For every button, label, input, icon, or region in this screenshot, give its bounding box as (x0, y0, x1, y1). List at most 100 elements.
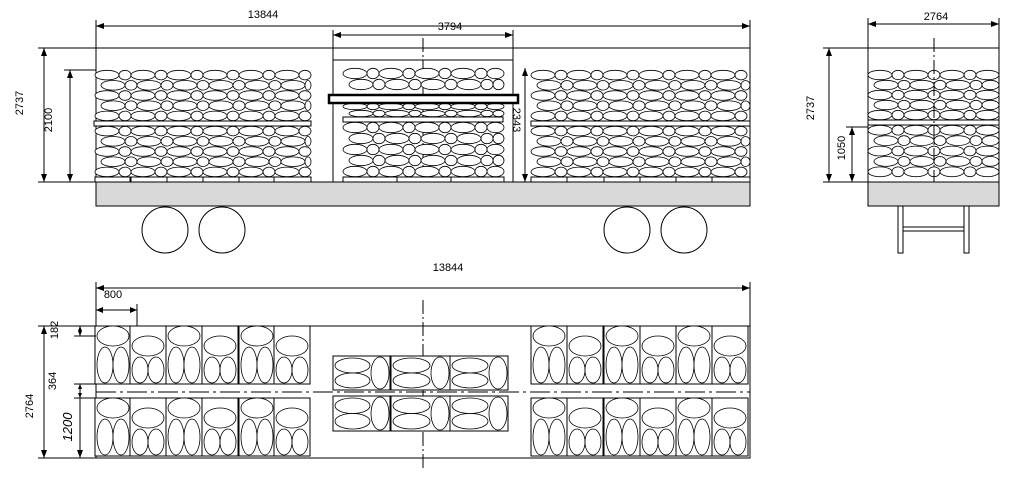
log-end (370, 356, 390, 390)
log-body (219, 356, 237, 384)
log-end (304, 136, 312, 147)
log-body (605, 346, 623, 384)
log-end (342, 102, 368, 111)
log-body (203, 428, 221, 456)
log-end (602, 110, 628, 122)
log-end (981, 79, 1000, 91)
log-end (710, 125, 736, 137)
log-end (384, 154, 410, 167)
log-end (698, 166, 712, 178)
log-body (147, 356, 165, 384)
log-end (268, 100, 282, 111)
log-end (626, 90, 640, 101)
log-end (420, 78, 446, 91)
log-body (451, 397, 489, 414)
support-block (130, 176, 168, 183)
log-end (963, 109, 977, 121)
log-end (342, 143, 368, 156)
log-end (232, 136, 246, 147)
log-end (348, 132, 374, 145)
support-block (273, 176, 312, 183)
log-top (677, 325, 711, 347)
log-end (963, 145, 977, 157)
log-end (100, 100, 126, 111)
log-end (734, 146, 748, 157)
log-end (166, 90, 192, 101)
log-end (590, 166, 604, 178)
log-end (94, 166, 120, 178)
log-end (530, 110, 556, 122)
log-body (657, 356, 675, 384)
log-end (450, 102, 476, 111)
log-end (438, 67, 452, 80)
log-end (897, 79, 911, 91)
log-top (713, 407, 747, 429)
log-end (945, 99, 971, 111)
log-end (280, 136, 306, 147)
log-end (626, 69, 640, 81)
log-end (873, 99, 899, 111)
log-end (536, 136, 562, 147)
log-body (167, 418, 185, 456)
log-body (621, 418, 639, 456)
log-end (274, 110, 300, 122)
log-end (298, 110, 312, 122)
log-end (903, 69, 929, 81)
log-body (532, 346, 550, 384)
log-end (94, 125, 120, 137)
log-end (474, 165, 488, 178)
arrow-up (826, 48, 832, 56)
arrow-up (67, 70, 73, 78)
log-end (710, 166, 736, 178)
log-end (190, 90, 204, 101)
log-end (590, 69, 604, 81)
log-end (734, 69, 748, 81)
log-end (226, 69, 240, 81)
log-end (596, 136, 610, 147)
plan-view: 13844 800 2764 182 364 1200 (24, 262, 751, 470)
log-end (202, 125, 228, 137)
log-body (568, 428, 586, 456)
log-top (275, 335, 309, 357)
log-end (190, 166, 204, 178)
side-right-log-stack (530, 69, 751, 178)
arrow-down (41, 450, 47, 458)
log-end (438, 121, 452, 134)
log-end (430, 356, 450, 390)
log-end (444, 109, 458, 118)
log-end (280, 80, 306, 91)
log-end (378, 67, 404, 80)
log-end (698, 125, 712, 137)
log-end (280, 100, 306, 111)
log-end (662, 110, 676, 122)
log-end (698, 146, 712, 157)
log-end (644, 100, 670, 111)
log-end (873, 135, 899, 146)
log-end (430, 396, 450, 431)
log-end (596, 156, 610, 167)
log-end (981, 99, 1000, 111)
plan-width-label: 2764 (24, 394, 36, 418)
log-end (342, 121, 368, 134)
log-end (897, 156, 911, 167)
log-end (626, 166, 640, 178)
log-end (638, 110, 664, 122)
log-end (566, 125, 592, 137)
bogie-leg (897, 205, 904, 254)
log-end (154, 146, 168, 157)
log-end (867, 166, 893, 178)
log-end (124, 136, 138, 147)
log-end (492, 109, 505, 118)
log-end (981, 156, 1000, 167)
support-block (566, 176, 605, 183)
log-body (621, 346, 639, 384)
wheel (603, 206, 651, 254)
support-block (530, 176, 568, 183)
log-end (716, 80, 742, 91)
support-block (639, 176, 677, 183)
log-end (378, 121, 404, 134)
log-end (190, 69, 204, 81)
log-end (644, 136, 670, 147)
log-end (172, 136, 198, 147)
log-end (602, 69, 628, 81)
